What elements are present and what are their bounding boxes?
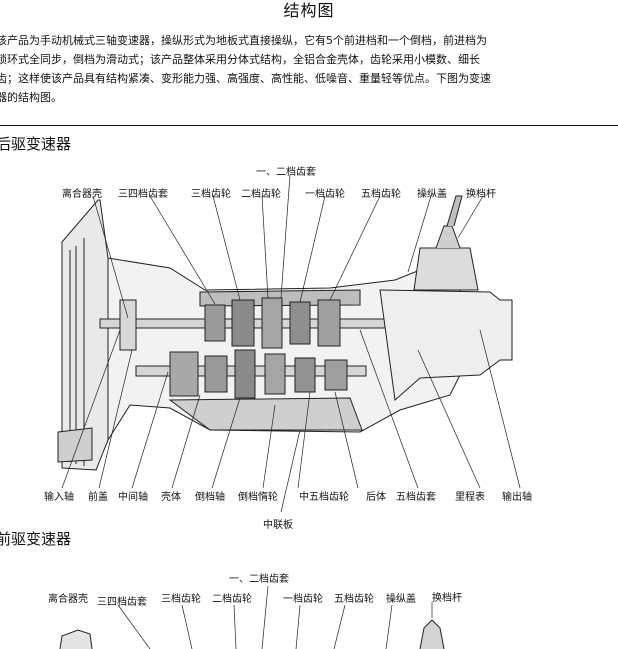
label-rear-housing: 后体	[366, 492, 386, 503]
label-countershaft: 中间轴	[118, 492, 148, 503]
label-gear3: 三档齿轮	[191, 189, 231, 200]
label-housing: 壳体	[161, 492, 181, 503]
label-clutch-housing: 离合器壳	[48, 594, 88, 605]
label-gear5: 五档齿轮	[361, 189, 401, 200]
label-reverse-idler: 倒档惰轮	[238, 492, 278, 503]
label-gear5: 五档齿轮	[334, 594, 374, 605]
intro-line: 齿；这样使该产品具有结构紧凑、变形能力强、高强度、高性能、低噪音、重量轻等优点。…	[0, 72, 491, 85]
label-shift-lever: 换档杆	[432, 593, 462, 604]
label-output-shaft: 输出轴	[502, 492, 532, 503]
section-heading-rear: 后驱变速器	[0, 135, 72, 153]
label-sync34-sleeve: 三四档齿套	[97, 597, 147, 608]
intro-line: 器的结构图。	[0, 91, 62, 104]
label-gear12-sleeve: 一、二档齿套	[229, 574, 289, 585]
intro-paragraph: 该产品为手动机械式三轴变速器，操纵形式为地板式直接操纵，它有5个前进档和一个倒档…	[0, 31, 618, 107]
label-input-shaft: 输入轴	[44, 492, 74, 503]
label-gear1: 一档齿轮	[305, 189, 345, 200]
label-gear3: 三档齿轮	[161, 594, 201, 605]
label-shift-cover: 操纵盖	[386, 594, 416, 605]
label-gear5-sleeve: 五档齿套	[396, 492, 436, 503]
label-clutch-housing: 离合器壳	[62, 189, 102, 200]
label-front-cover: 前盖	[88, 492, 108, 503]
label-mid-plate: 中联板	[263, 520, 293, 531]
label-shift-lever: 换档杆	[466, 189, 496, 200]
section-divider	[0, 125, 618, 126]
page-title: 结构图	[283, 1, 335, 20]
intro-line: 锁环式全同步，倒档为滑动式；该产品整体采用分体式结构，全铝合金壳体，齿轮采用小模…	[0, 53, 480, 66]
section-heading-front: 前驱变速器	[0, 530, 72, 548]
label-shift-cover: 操纵盖	[417, 189, 447, 200]
label-odometer: 里程表	[455, 492, 485, 503]
label-gear2: 二档齿轮	[212, 594, 252, 605]
label-reverse-shaft: 倒档轴	[195, 492, 225, 503]
label-gear2: 二档齿轮	[241, 189, 281, 200]
label-gear12-sleeve: 一、二档齿套	[256, 167, 316, 178]
intro-line: 该产品为手动机械式三轴变速器，操纵形式为地板式直接操纵，它有5个前进档和一个倒档…	[0, 34, 487, 47]
label-counter-gear5: 中五档齿轮	[299, 492, 349, 503]
label-gear1: 一档齿轮	[283, 594, 323, 605]
label-sync34-sleeve: 三四档齿套	[118, 189, 168, 200]
